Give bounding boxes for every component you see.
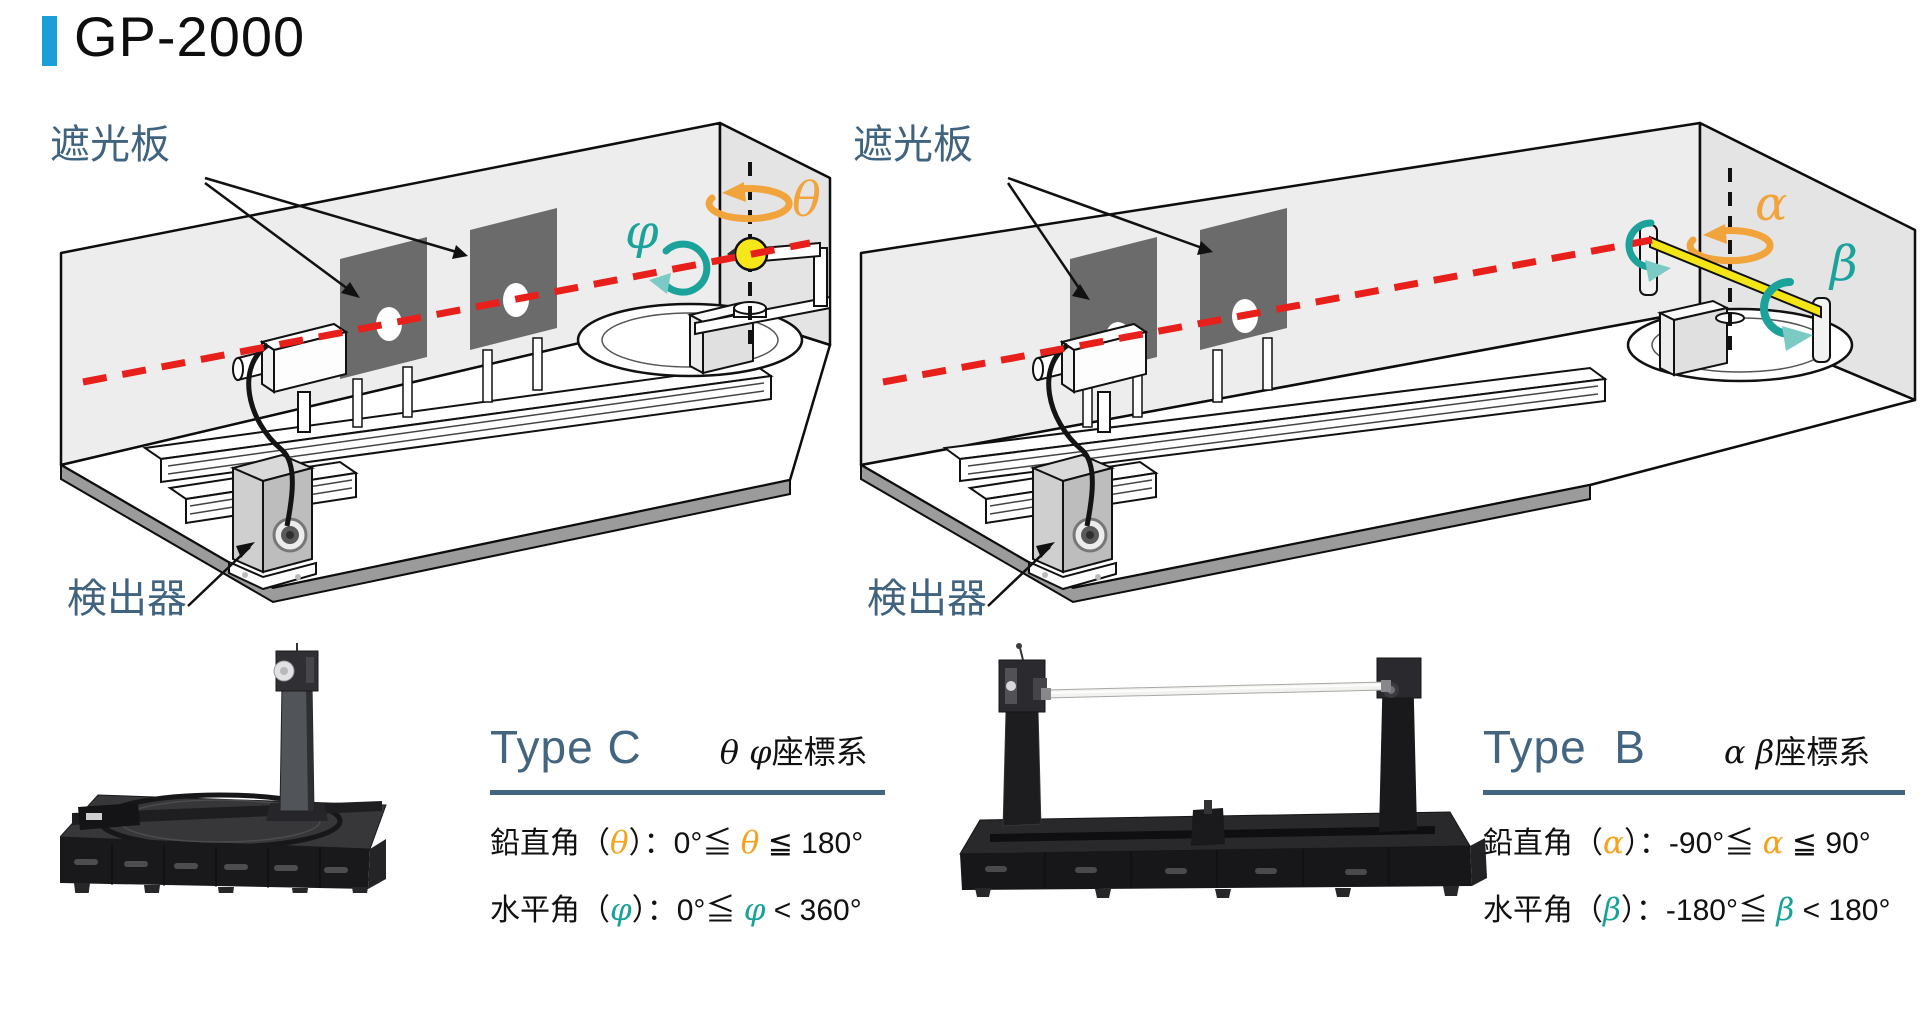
detector-box: [1028, 453, 1117, 591]
base-cabinet: [960, 838, 1487, 898]
shield-hole: [376, 307, 402, 341]
lamp-tube: [1041, 680, 1391, 700]
detector-box: [228, 453, 317, 591]
beta-symbol: β: [1603, 892, 1621, 928]
phi-rotation-arrow: [649, 240, 711, 296]
detector-label-arrow: [987, 542, 1055, 607]
type-b-divider: [1483, 790, 1905, 795]
type-b-spec-header: Type B α β座標系: [1483, 720, 1930, 774]
theta-symbol: θ: [740, 825, 760, 861]
type-b-vertical-angle-row: 鉛直角（α）：-90°≦ α ≦ 90°: [1483, 825, 1871, 861]
alpha-symbol: α: [1603, 825, 1624, 861]
shield-plates: [340, 208, 557, 428]
center-pivot: [1191, 808, 1225, 846]
type-c-divider: [490, 790, 885, 795]
detector-label-arrow: [187, 542, 255, 607]
left-lamp-tower: [998, 643, 1047, 827]
type-c-photo-svg: [58, 643, 387, 905]
beta-rotation-arrow: [1625, 219, 1813, 351]
beta-symbol: β: [1828, 236, 1858, 292]
shield-plate-rear: [470, 208, 557, 350]
type-c-machine-photo: [58, 643, 390, 905]
diagram-type-b: α β 遮光板 検出器: [845, 90, 1930, 635]
diagram-type-c-svg: φ θ 遮光板 検出器: [50, 121, 832, 621]
type-b-horizontal-angle-row: 水平角（β）：-180°≦ β < 180°: [1483, 892, 1891, 928]
right-lamp-tower: [1376, 657, 1422, 832]
signal-cable: [1046, 342, 1095, 527]
diagram-type-c: φ θ 遮光板 検出器: [40, 90, 835, 635]
floor-front-band: [60, 463, 791, 604]
feet: [975, 886, 1459, 898]
detector-tower: [266, 643, 328, 821]
theta-symbol: θ: [610, 825, 629, 861]
type-b-photo-svg: [959, 643, 1487, 898]
rotation-stage: [1626, 299, 1854, 383]
signal-cable: [246, 342, 295, 527]
shield-plate-label: 遮光板: [50, 123, 170, 167]
detector-label: 検出器: [867, 577, 987, 621]
diagram-type-b-svg: α β 遮光板 検出器: [853, 121, 1917, 621]
alpha-rotation-arrow: [1686, 224, 1774, 265]
type-b-machine-photo: [945, 638, 1490, 898]
theta-rotation-arrow: [705, 182, 793, 223]
type-b-spec: Type B α β座標系 鉛直角（α）：-90°≦ α ≦ 90° 水平角（β…: [1483, 720, 1930, 929]
type-c-title: Type C: [490, 721, 642, 773]
type-c-spec-header: Type C θ φ座標系: [490, 720, 910, 774]
phi-symbol: φ: [743, 892, 766, 928]
alpha-symbol: α: [1755, 176, 1787, 232]
type-c-coord-system: θ φ座標系: [719, 733, 868, 771]
beam-line: [82, 239, 811, 386]
type-b-title: Type B: [1483, 721, 1646, 773]
shield-plate-label: 遮光板: [853, 123, 973, 167]
phi-symbol: φ: [625, 204, 659, 260]
type-c-horizontal-angle-row: 水平角（φ）：0°≦ φ < 360°: [490, 892, 862, 928]
beam-line: [882, 236, 1653, 386]
shield-label-arrows: [204, 176, 468, 298]
shield-plate-front: [340, 237, 427, 379]
detector-label: 検出器: [67, 577, 187, 621]
base-plate: [959, 800, 1471, 855]
page-title: GP-2000: [74, 5, 306, 68]
carriage: [78, 803, 140, 830]
title-accent-bar: [42, 16, 57, 66]
type-b-coord-system: α β座標系: [1723, 733, 1871, 771]
type-c-vertical-angle-row: 鉛直角（θ）：0°≦ θ ≦ 180°: [490, 825, 864, 861]
alpha-symbol: α: [1762, 825, 1784, 861]
shield-label-arrows: [1006, 176, 1213, 300]
type-c-spec: Type C θ φ座標系 鉛直角（θ）：0°≦ θ ≦ 180° 水平角（φ）…: [490, 720, 910, 929]
theta-symbol: θ: [792, 172, 821, 228]
floor-front-band: [860, 463, 1591, 604]
shield-plate-rear: [1200, 208, 1287, 350]
beta-symbol: β: [1776, 892, 1795, 928]
phi-symbol: φ: [610, 892, 632, 928]
